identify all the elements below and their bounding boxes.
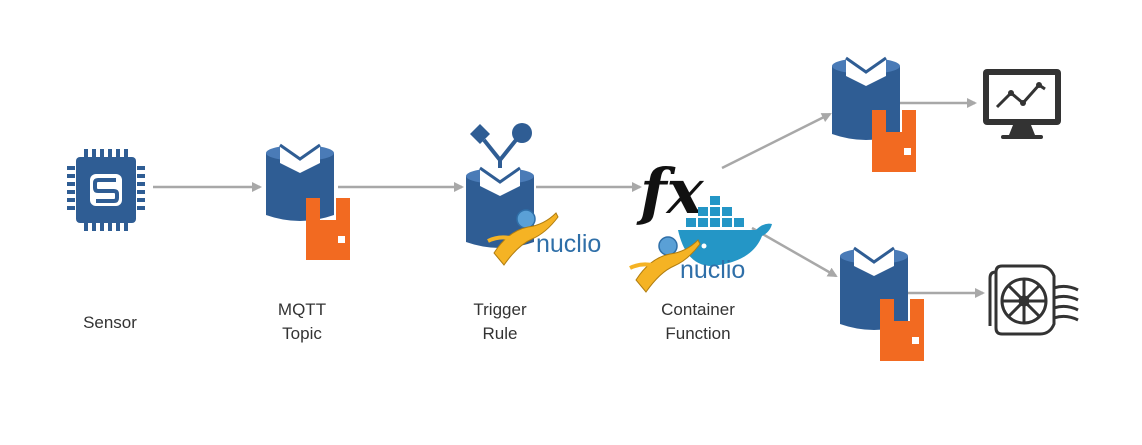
trigger-icon	[470, 123, 532, 168]
monitor-chart-icon	[983, 69, 1061, 139]
top-queue-icon	[832, 56, 900, 140]
fx-icon: fx	[636, 155, 705, 228]
mqtt-topic-label-line-2: Topic	[282, 324, 322, 343]
container-function-label-line-2: Function	[665, 324, 731, 343]
container-function-label-line-1: Container	[661, 300, 735, 319]
trigger-rule-label-line-2: Rule	[482, 324, 518, 343]
arrow-function-to-top-queue	[721, 112, 832, 170]
sensor-label-line-1: Sensor	[83, 313, 137, 332]
bottom-queue-icon	[840, 246, 908, 330]
arrow-function-to-bottom-queue	[751, 226, 838, 278]
trigger-rule-label: Trigger Rule	[430, 298, 570, 346]
docker-icon	[678, 196, 772, 266]
turbine-icon	[988, 264, 1079, 336]
mqtt-topic-label: MQTT Topic	[232, 298, 372, 346]
queue-icon	[266, 143, 334, 221]
nuclio-mascot-icon	[487, 209, 559, 266]
container-function-label: Container Function	[628, 298, 768, 346]
nuclio-logo-function: nuclio	[680, 256, 745, 284]
broker-icon	[306, 198, 350, 260]
bottom-broker-icon	[880, 299, 924, 361]
connectors	[153, 98, 985, 298]
chip-icon	[67, 149, 145, 231]
trigger-rule-label-line-1: Trigger	[473, 300, 527, 319]
nuclio-mascot-function-icon	[629, 236, 701, 293]
nuclio-logo-trigger: nuclio	[536, 230, 601, 258]
mqtt-topic-label-line-1: MQTT	[277, 300, 327, 319]
top-broker-icon	[872, 110, 916, 172]
sensor-label: Sensor	[40, 311, 180, 335]
trigger-queue-icon	[466, 166, 534, 248]
